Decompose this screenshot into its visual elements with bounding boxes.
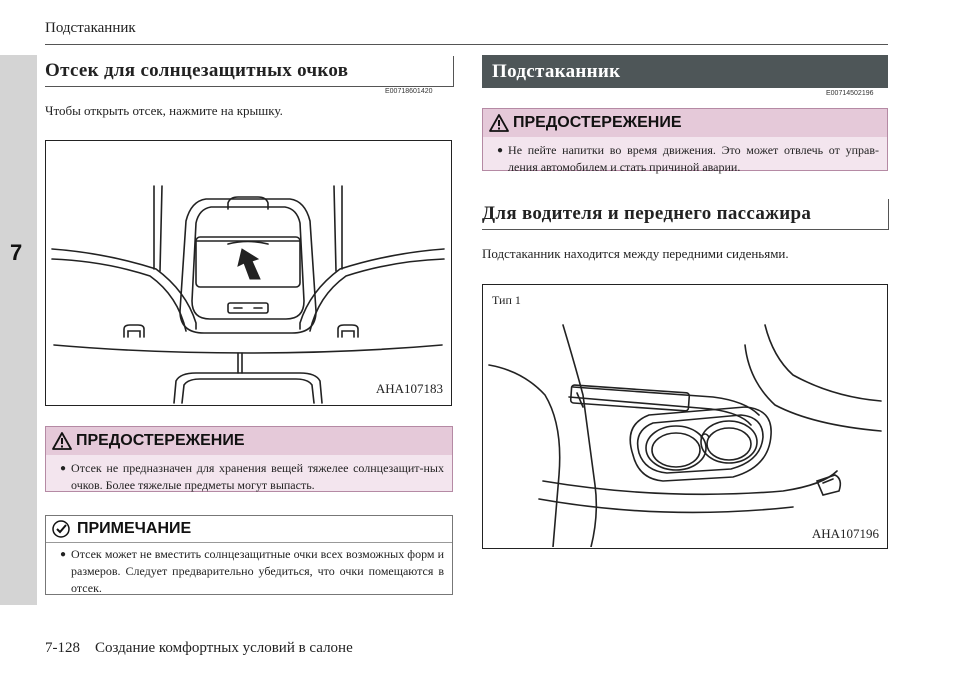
left-note-item: ● Отсек может не вместить солнцезащитные… — [46, 543, 452, 603]
left-intro-text: Чтобы открыть отсек, нажмите на крышку. — [45, 103, 283, 118]
page-footer: 7-128 Создание комфортных условий в сало… — [45, 640, 353, 656]
bullet-dot-icon: ● — [60, 549, 67, 560]
left-section-title: Отсек для солнцезащитных очков — [45, 60, 349, 81]
chapter-sidebar — [0, 55, 37, 605]
sunglass-holder-figure: AHA107183 — [45, 140, 452, 406]
left-note-text: Отсек может не вместить солнцезащитные о… — [71, 547, 444, 595]
left-figure-label: AHA107183 — [375, 381, 443, 396]
left-warning-header: ПРЕДОСТЕРЕЖЕНИЕ — [46, 427, 452, 455]
left-warning-text: Отсек не предназначен для хранения вещей… — [71, 461, 444, 492]
right-subsection-heading: Для водителя и переднего пассажира — [482, 199, 889, 230]
right-section-code: E00714502196 — [826, 90, 874, 97]
left-note-box: ПРИМЕЧАНИЕ ● Отсек может не вместить сол… — [45, 515, 453, 595]
warning-triangle-icon — [52, 432, 72, 450]
left-warning-box: ПРЕДОСТЕРЕЖЕНИЕ ● Отсек не предназначен … — [45, 426, 453, 492]
left-note-title: ПРИМЕЧАНИЕ — [77, 520, 192, 537]
right-section-title: Подстаканник — [492, 61, 621, 82]
header-rule — [45, 44, 888, 45]
right-body-text: Подстаканник находится между передними с… — [482, 246, 789, 261]
right-subsection-title: Для водителя и переднего пассажира — [482, 203, 812, 224]
figure-type-label: Тип 1 — [492, 293, 521, 307]
right-warning-title: ПРЕДОСТЕРЕЖЕНИЕ — [513, 114, 682, 131]
right-figure-label: AHA107196 — [811, 526, 879, 541]
left-warning-title: ПРЕДОСТЕРЕЖЕНИЕ — [76, 432, 245, 449]
bullet-dot-icon: ● — [497, 145, 504, 156]
left-section-code: E00718601420 — [385, 88, 433, 95]
right-warning-header: ПРЕДОСТЕРЕЖЕНИЕ — [483, 109, 887, 137]
right-warning-box: ПРЕДОСТЕРЕЖЕНИЕ ● Не пейте напитки во вр… — [482, 108, 888, 174]
bullet-dot-icon: ● — [60, 463, 67, 474]
chapter-tab: 7 — [10, 240, 23, 265]
left-note-header: ПРИМЕЧАНИЕ — [46, 516, 452, 543]
cup-holder-illustration — [488, 324, 882, 547]
left-section-heading: Отсек для солнцезащитных очков — [45, 56, 454, 87]
running-head: Подстаканник — [45, 20, 136, 36]
right-warning-text: Не пейте напитки во время движения. Это … — [508, 143, 879, 174]
left-warning-item: ● Отсек не предназначен для хранения вещ… — [46, 455, 452, 500]
sunglass-holder-illustration — [51, 185, 445, 404]
right-warning-item: ● Не пейте напитки во время движения. Эт… — [483, 137, 887, 182]
warning-triangle-icon — [489, 114, 509, 132]
cup-holder-figure: Тип 1 — [482, 284, 888, 549]
checkmark-icon — [52, 520, 70, 538]
right-section-heading: Подстаканник — [482, 55, 888, 88]
